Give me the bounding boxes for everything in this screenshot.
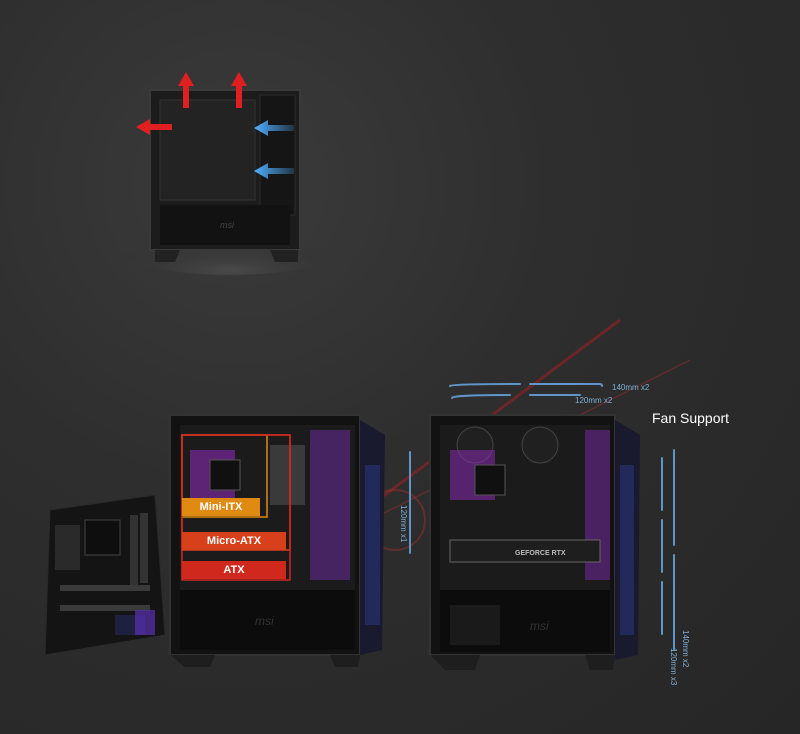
exhaust-arrow-rear	[136, 119, 172, 135]
front-120mm-label: 120mm x3	[669, 648, 678, 686]
micro-atx-size-label: Micro-ATX	[182, 532, 286, 550]
fan-support-case-image: GEFORCE RTX msi	[429, 414, 640, 670]
exhaust-arrow-top-left	[178, 72, 194, 108]
intake-arrow-front-top	[254, 120, 294, 136]
top-120mm-label: 120mm x2	[575, 396, 613, 405]
svg-text:msi: msi	[255, 614, 274, 628]
rear-fan-indicator	[409, 451, 411, 554]
exhaust-arrow-top-right	[231, 72, 247, 108]
mini-itx-size-label: Mini-ITX	[182, 498, 260, 516]
front-140mm-label: 140mm x2	[681, 630, 690, 668]
intake-arrow-front-bottom	[254, 163, 294, 179]
airflow-case-image: msi	[120, 89, 340, 275]
svg-text:msi: msi	[220, 220, 235, 230]
fan-position-indicators	[449, 383, 675, 651]
top-140mm-label: 140mm x2	[612, 383, 650, 392]
atx-size-label: ATX	[182, 561, 286, 579]
fan-support-title: Fan Support	[652, 410, 730, 426]
motherboard-image	[44, 495, 165, 655]
rear-120mm-label: 120mm x1	[399, 505, 408, 543]
gpu-label: GEFORCE RTX	[515, 550, 566, 557]
svg-text:msi: msi	[530, 619, 549, 633]
